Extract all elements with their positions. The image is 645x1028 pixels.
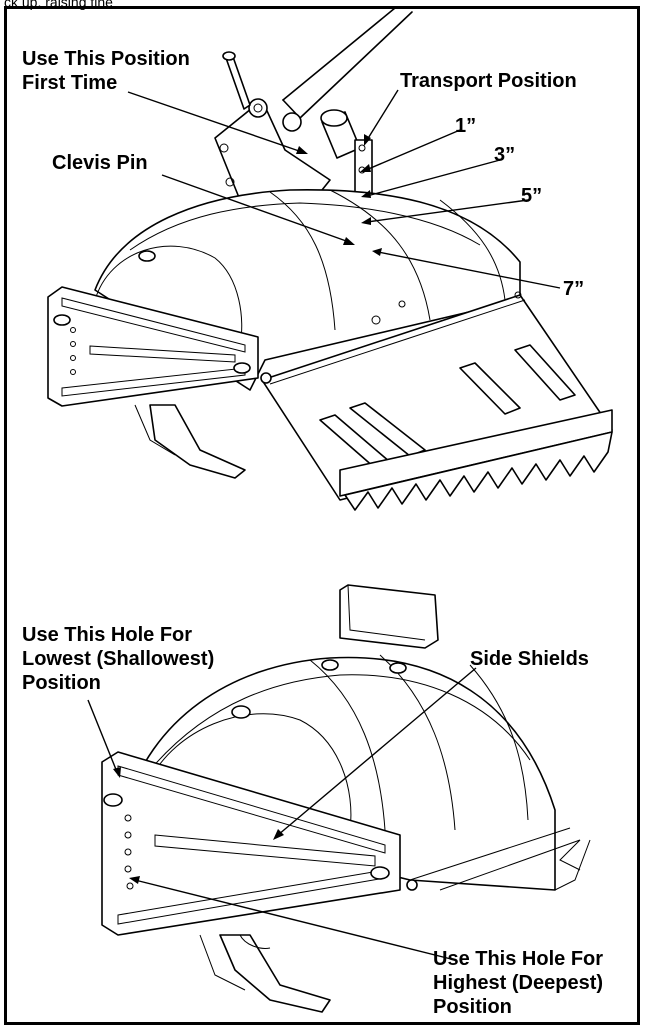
label-lowest-line2: Lowest (Shallowest)	[22, 648, 215, 670]
figure-frame	[4, 6, 640, 1025]
label-hole-1: 1”	[455, 115, 477, 137]
tine-bottom	[219, 934, 331, 1013]
rear-bracket	[339, 584, 439, 649]
side-shield-bottom	[101, 751, 401, 936]
label-highest-line3: Position	[433, 996, 512, 1018]
label-hole-7: 7”	[563, 278, 585, 300]
label-hole-3: 3”	[494, 144, 516, 166]
bottom-leader-lines	[87, 667, 477, 961]
label-highest-line1: Use This Hole For	[433, 948, 604, 970]
top-illustration	[47, 7, 613, 511]
label-lowest-line1: Use This Hole For	[22, 624, 193, 646]
label-lowest-line3: Position	[22, 672, 101, 694]
label-transport-position: Transport Position	[400, 70, 577, 92]
cut-off-caption: ck up, raising tine	[4, 0, 113, 10]
tine-top	[149, 404, 246, 479]
lever-handle	[225, 53, 251, 110]
label-hole-5: 5”	[521, 185, 543, 207]
label-use-position-first-line2: First Time	[22, 72, 118, 94]
side-shield-top	[47, 286, 259, 407]
bottom-illustration	[101, 584, 591, 1013]
label-side-shields: Side Shields	[470, 648, 589, 670]
label-highest-line2: Highest (Deepest)	[433, 972, 604, 994]
label-clevis-pin: Clevis Pin	[52, 152, 148, 174]
top-leader-lines	[127, 89, 561, 289]
label-use-position-first-line1: Use This Position	[22, 48, 190, 70]
